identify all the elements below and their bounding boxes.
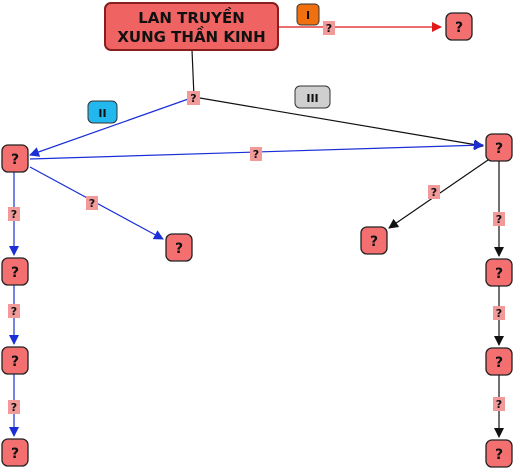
node-left-2-text: ? [11, 265, 19, 281]
label-right-v2[interactable]: ? [493, 306, 505, 320]
label-right-v1[interactable]: ? [493, 212, 505, 226]
node-left-1-text: ? [11, 152, 19, 168]
label-left-diag[interactable]: ? [86, 196, 98, 210]
node-right-1[interactable]: ? [485, 133, 513, 162]
node-right-3[interactable]: ? [485, 347, 513, 376]
node-left-2[interactable]: ? [1, 257, 29, 286]
node-right-4[interactable]: ? [485, 439, 513, 468]
node-left-mid[interactable]: ? [165, 233, 193, 262]
label-right-v3-text: ? [496, 398, 502, 411]
label-left-v2-text: ? [11, 305, 17, 318]
label-left-v2[interactable]: ? [8, 304, 20, 318]
label-center[interactable]: ? [187, 91, 200, 105]
node-right-top[interactable]: ? [445, 12, 473, 41]
edge-main-to-center [191, 49, 195, 98]
node-right-4-text: ? [495, 447, 503, 463]
node-left-1[interactable]: ? [1, 144, 29, 173]
badge-three: III [294, 85, 331, 109]
node-left-mid-text: ? [175, 241, 183, 257]
label-right-v3[interactable]: ? [493, 397, 505, 411]
label-right-v2-text: ? [496, 307, 502, 320]
connectors [9, 22, 504, 438]
label-right-diag[interactable]: ? [428, 185, 440, 199]
label-top-right-text: ? [326, 22, 332, 35]
main-title-line1: LAN TRUYỀN [138, 6, 245, 27]
node-right-mid[interactable]: ? [360, 226, 388, 255]
edge-center-to-right-1 [193, 96, 484, 150]
node-right-mid-text: ? [370, 234, 378, 250]
badge-two: II [87, 100, 118, 124]
label-left-diag-text: ? [89, 197, 95, 210]
label-cross-text: ? [253, 148, 259, 161]
label-left-v1-text: ? [11, 208, 17, 221]
label-center-text: ? [190, 92, 196, 105]
label-top-right[interactable]: ? [323, 21, 335, 35]
node-left-3-text: ? [11, 354, 19, 370]
label-right-diag-text: ? [431, 186, 437, 199]
main-title-line2: XUNG THẦN KINH [117, 25, 265, 46]
node-left-4[interactable]: ? [1, 438, 29, 467]
node-left-3[interactable]: ? [1, 346, 29, 375]
node-right-2-text: ? [495, 266, 503, 282]
label-cross[interactable]: ? [250, 147, 262, 161]
node-right-1-text: ? [495, 141, 503, 157]
node-right-top-text: ? [455, 20, 463, 36]
badge-two-text: II [98, 107, 106, 120]
label-left-v3-text: ? [11, 401, 17, 414]
edge-center-to-left-1 [29, 96, 195, 157]
label-left-v3[interactable]: ? [8, 400, 20, 414]
badge-one-text: I [306, 9, 310, 22]
node-right-2[interactable]: ? [485, 258, 513, 287]
node-left-4-text: ? [11, 446, 19, 462]
label-right-v1-text: ? [496, 213, 502, 226]
badge-three-text: III [306, 92, 318, 105]
label-left-v1[interactable]: ? [8, 207, 20, 221]
main-title-box[interactable]: LAN TRUYỀN XUNG THẦN KINH [104, 2, 279, 51]
badge-one: I [296, 3, 320, 26]
node-right-3-text: ? [495, 355, 503, 371]
